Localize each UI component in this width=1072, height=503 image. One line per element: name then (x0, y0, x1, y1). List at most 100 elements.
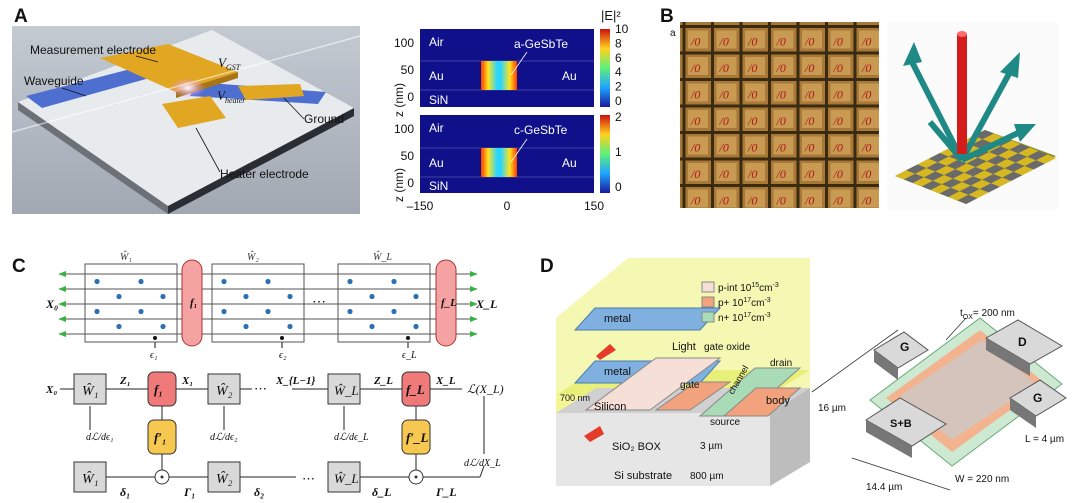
graph-edges (60, 388, 485, 478)
phase-shifter (160, 323, 166, 330)
heater-device-illustration (11, 26, 361, 214)
z-tick-label: 50 (401, 63, 415, 77)
checker-cell (989, 146, 1010, 156)
nonlinearity-fl (435, 259, 457, 347)
beam-arrowhead (1014, 124, 1036, 142)
checker-cell (1015, 156, 1037, 166)
silicon-label: Silicon (594, 401, 626, 413)
phase-shifter (138, 308, 144, 315)
material-label-bottom: c-GeSbTe (514, 123, 568, 137)
sin-label-bottom: SiN (429, 179, 448, 193)
panel-b-sublabel: a (670, 28, 676, 39)
wl-node-label: Ŵ_L (334, 383, 359, 398)
node-wl-back (327, 461, 361, 493)
gate-oxide-label: gate oxide (704, 342, 751, 353)
metal-top (573, 307, 722, 331)
silicon-region (584, 357, 722, 411)
checker-cell (1002, 171, 1023, 181)
panel-c-letter: C (12, 256, 26, 277)
f1-node-label: f₁ (154, 382, 163, 397)
ground-leader (283, 97, 305, 120)
w1-mesh-label: Ŵ₁ (120, 250, 132, 263)
light-label: Light (672, 341, 696, 353)
beam-arrow (960, 129, 1022, 163)
node-wl (327, 373, 361, 405)
input-arrow (58, 331, 66, 337)
beam-arrow (959, 70, 1013, 162)
node-fl-prime (401, 419, 431, 455)
legend-swatch-pplus (701, 296, 715, 308)
photonic-mesh-diagram: f₁ f_L Ŵ₁ Ŵ₂ Ŵ_L X₀ X_L ⋯ ϵ₁ ϵ₂ ϵ_L (45, 250, 497, 361)
body-region (722, 387, 802, 417)
sin-label-top: SiN (429, 93, 448, 107)
w1-back-label: Ŵ₁ (82, 470, 99, 487)
checker-cell (1009, 144, 1030, 154)
checker-cell (1013, 166, 1034, 176)
phase-shifter (347, 278, 353, 285)
measurement-electrode-leader (135, 55, 159, 63)
field-map-bottom (420, 115, 594, 193)
z-axis-label-top: z (nm) (392, 83, 406, 117)
checker-cell (1000, 140, 1021, 150)
epsl-label: ϵ_L (402, 350, 417, 361)
box-label: SiO₂ BOX (612, 441, 662, 453)
z-tick-label: 0 (407, 176, 414, 190)
epsilon-dot (280, 336, 284, 340)
x-tick-label: 0 (504, 199, 511, 213)
z1-graph-label: Z₁ (119, 375, 131, 387)
checker-cell (970, 179, 992, 189)
wl-mesh-label: Ŵ_L (373, 250, 392, 263)
node-f1 (147, 371, 177, 407)
checker-cell (930, 184, 951, 194)
dl-dxl-label: dℒ/dX_L (464, 458, 501, 469)
checker-cell (935, 165, 956, 175)
node-w2-back (207, 461, 241, 493)
eps1-label: ϵ₁ (150, 350, 158, 361)
legend-swatch-nplus (701, 311, 715, 323)
checker-cell (955, 163, 976, 173)
source-label: source (710, 417, 740, 428)
checker-cell (1018, 147, 1039, 157)
xlm1-graph-label: X_{L−1} (275, 375, 316, 387)
checker-cell (1004, 162, 1025, 172)
checker-cell (928, 153, 949, 163)
metal-bottom-label: metal (604, 366, 631, 378)
epsilon-dot (153, 336, 157, 340)
substrate-front (556, 413, 770, 486)
nonlinearity-f1 (181, 259, 203, 347)
checker-cell (968, 189, 989, 199)
delta2-label: δ₂ (254, 485, 264, 499)
colorbar-tick-label: 2 (615, 80, 622, 94)
checker-cell (917, 158, 938, 168)
node-w2 (207, 373, 241, 405)
node-f1-prime (147, 419, 177, 455)
phase-shifter (413, 323, 419, 330)
panel-b-letter: B (660, 6, 674, 27)
node-w1 (73, 373, 107, 405)
checker-cell (998, 149, 1019, 159)
checker-cell (971, 139, 992, 149)
incident-beam (957, 34, 967, 154)
mesh-waveguides (58, 271, 478, 348)
chip-side-right (168, 108, 354, 214)
eps2-label: ϵ₂ (279, 350, 287, 361)
checker-cell (966, 157, 987, 167)
w2-node-label: Ŵ₂ (216, 382, 233, 399)
air-label-top: Air (429, 35, 444, 49)
body-label: body (766, 395, 790, 407)
node-w1-back (73, 461, 107, 493)
checker-cell (939, 187, 960, 197)
pad-g-bottom (1009, 379, 1067, 417)
waveguide-leader (61, 87, 87, 97)
checker-cell (903, 173, 925, 183)
checker-cell (906, 164, 927, 174)
beam-arrow (909, 60, 965, 162)
waveguide-left (26, 64, 164, 108)
checker-cell (921, 180, 942, 190)
pad-d-label: D (1018, 335, 1027, 349)
backprop-graph: Ŵ₁ f₁ Ŵ₂ Ŵ_L f_L f′₁ f′_L Ŵ₁ Ŵ₂ Ŵ_L X₀ Z… (45, 371, 504, 499)
checker-cell (959, 185, 980, 195)
multiply-dot-1 (160, 475, 164, 479)
checker-cell (973, 130, 994, 140)
light-arrow-bottom (584, 426, 604, 442)
